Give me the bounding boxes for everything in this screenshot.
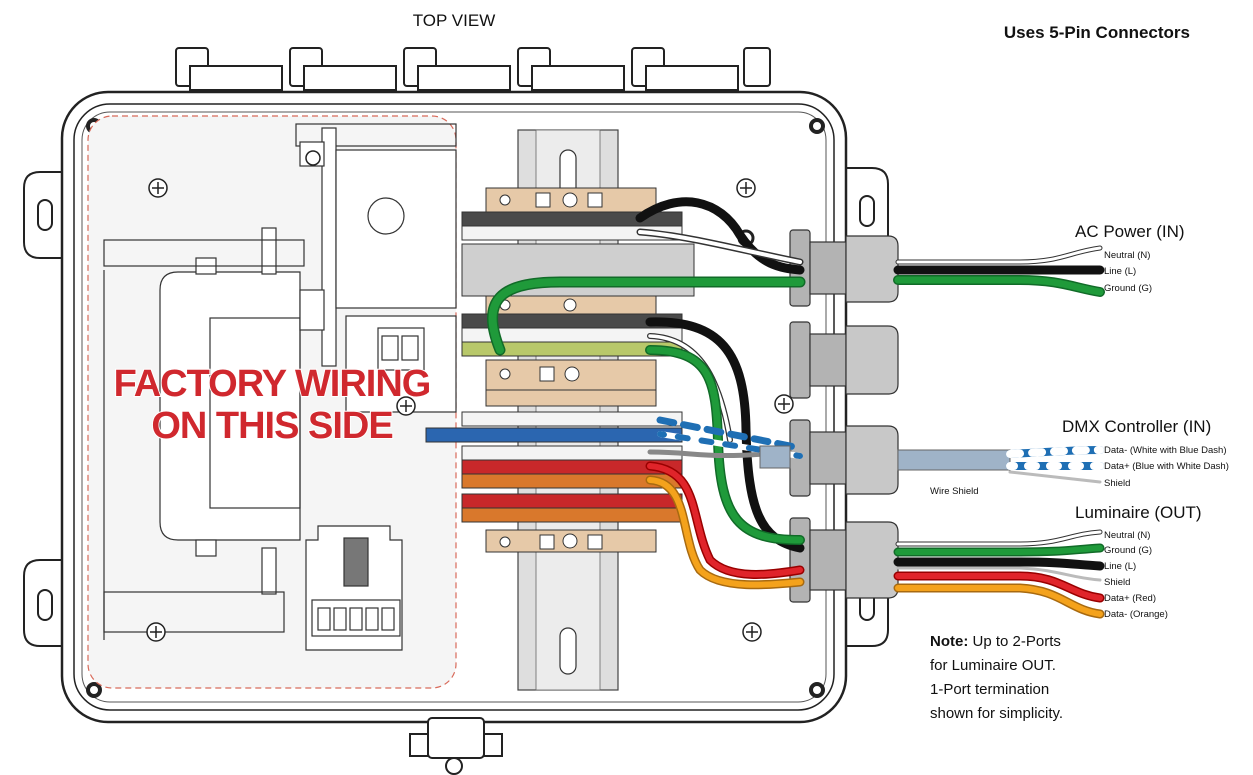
note-line4: shown for simplicity. [930, 705, 1063, 722]
dmx-wire-data-plus: Data+ (Blue with White Dash) [1104, 461, 1229, 472]
luminaire-wire-ground: Ground (G) [1104, 545, 1152, 556]
enclosure-hinge-tabs [175, 47, 771, 91]
external-wiring [893, 245, 1105, 619]
connector-type-label: Uses 5-Pin Connectors [1004, 23, 1190, 42]
internal-wiring [487, 197, 806, 590]
terminal-block-details [499, 192, 603, 550]
wire-shield-label: Wire Shield [930, 486, 979, 497]
dmx-wire-shield: Shield [1104, 478, 1130, 489]
note-bold: Note: [930, 633, 968, 650]
note-text-1: Up to 2-Ports [968, 633, 1061, 650]
terminal-connector-block [305, 525, 403, 651]
luminaire-title: Luminaire (OUT) [1075, 503, 1202, 522]
ac-power-wire-ground: Ground (G) [1104, 283, 1152, 294]
note-line2: for Luminaire OUT. [930, 657, 1056, 674]
luminaire-wire-shield: Shield [1104, 577, 1130, 588]
enclosure-inner [73, 103, 835, 711]
factory-wiring-label-line2: ON THIS SIDE [151, 405, 392, 447]
luminaire-wire-data-plus: Data+ (Red) [1104, 593, 1156, 604]
dmx-title: DMX Controller (IN) [1062, 417, 1211, 436]
note-line3: 1-Port termination [930, 681, 1049, 698]
note-line1: Note: Up to 2-Ports [930, 633, 1061, 650]
cable-glands [789, 229, 899, 603]
ac-power-title: AC Power (IN) [1075, 222, 1185, 241]
top-view-label: TOP VIEW [413, 11, 496, 30]
factory-wiring-label-line1: FACTORY WIRING [114, 363, 431, 405]
ac-power-wire-neutral: Neutral (N) [1104, 250, 1150, 261]
bottom-latch [409, 717, 503, 775]
dmx-wire-data-minus: Data- (White with Blue Dash) [1104, 445, 1226, 456]
luminaire-wire-neutral: Neutral (N) [1104, 530, 1150, 541]
luminaire-wire-line: Line (L) [1104, 561, 1136, 572]
ac-power-wire-line: Line (L) [1104, 266, 1136, 277]
luminaire-wire-data-minus: Data- (Orange) [1104, 609, 1168, 620]
driver-module [295, 123, 457, 413]
power-supply [103, 227, 305, 640]
